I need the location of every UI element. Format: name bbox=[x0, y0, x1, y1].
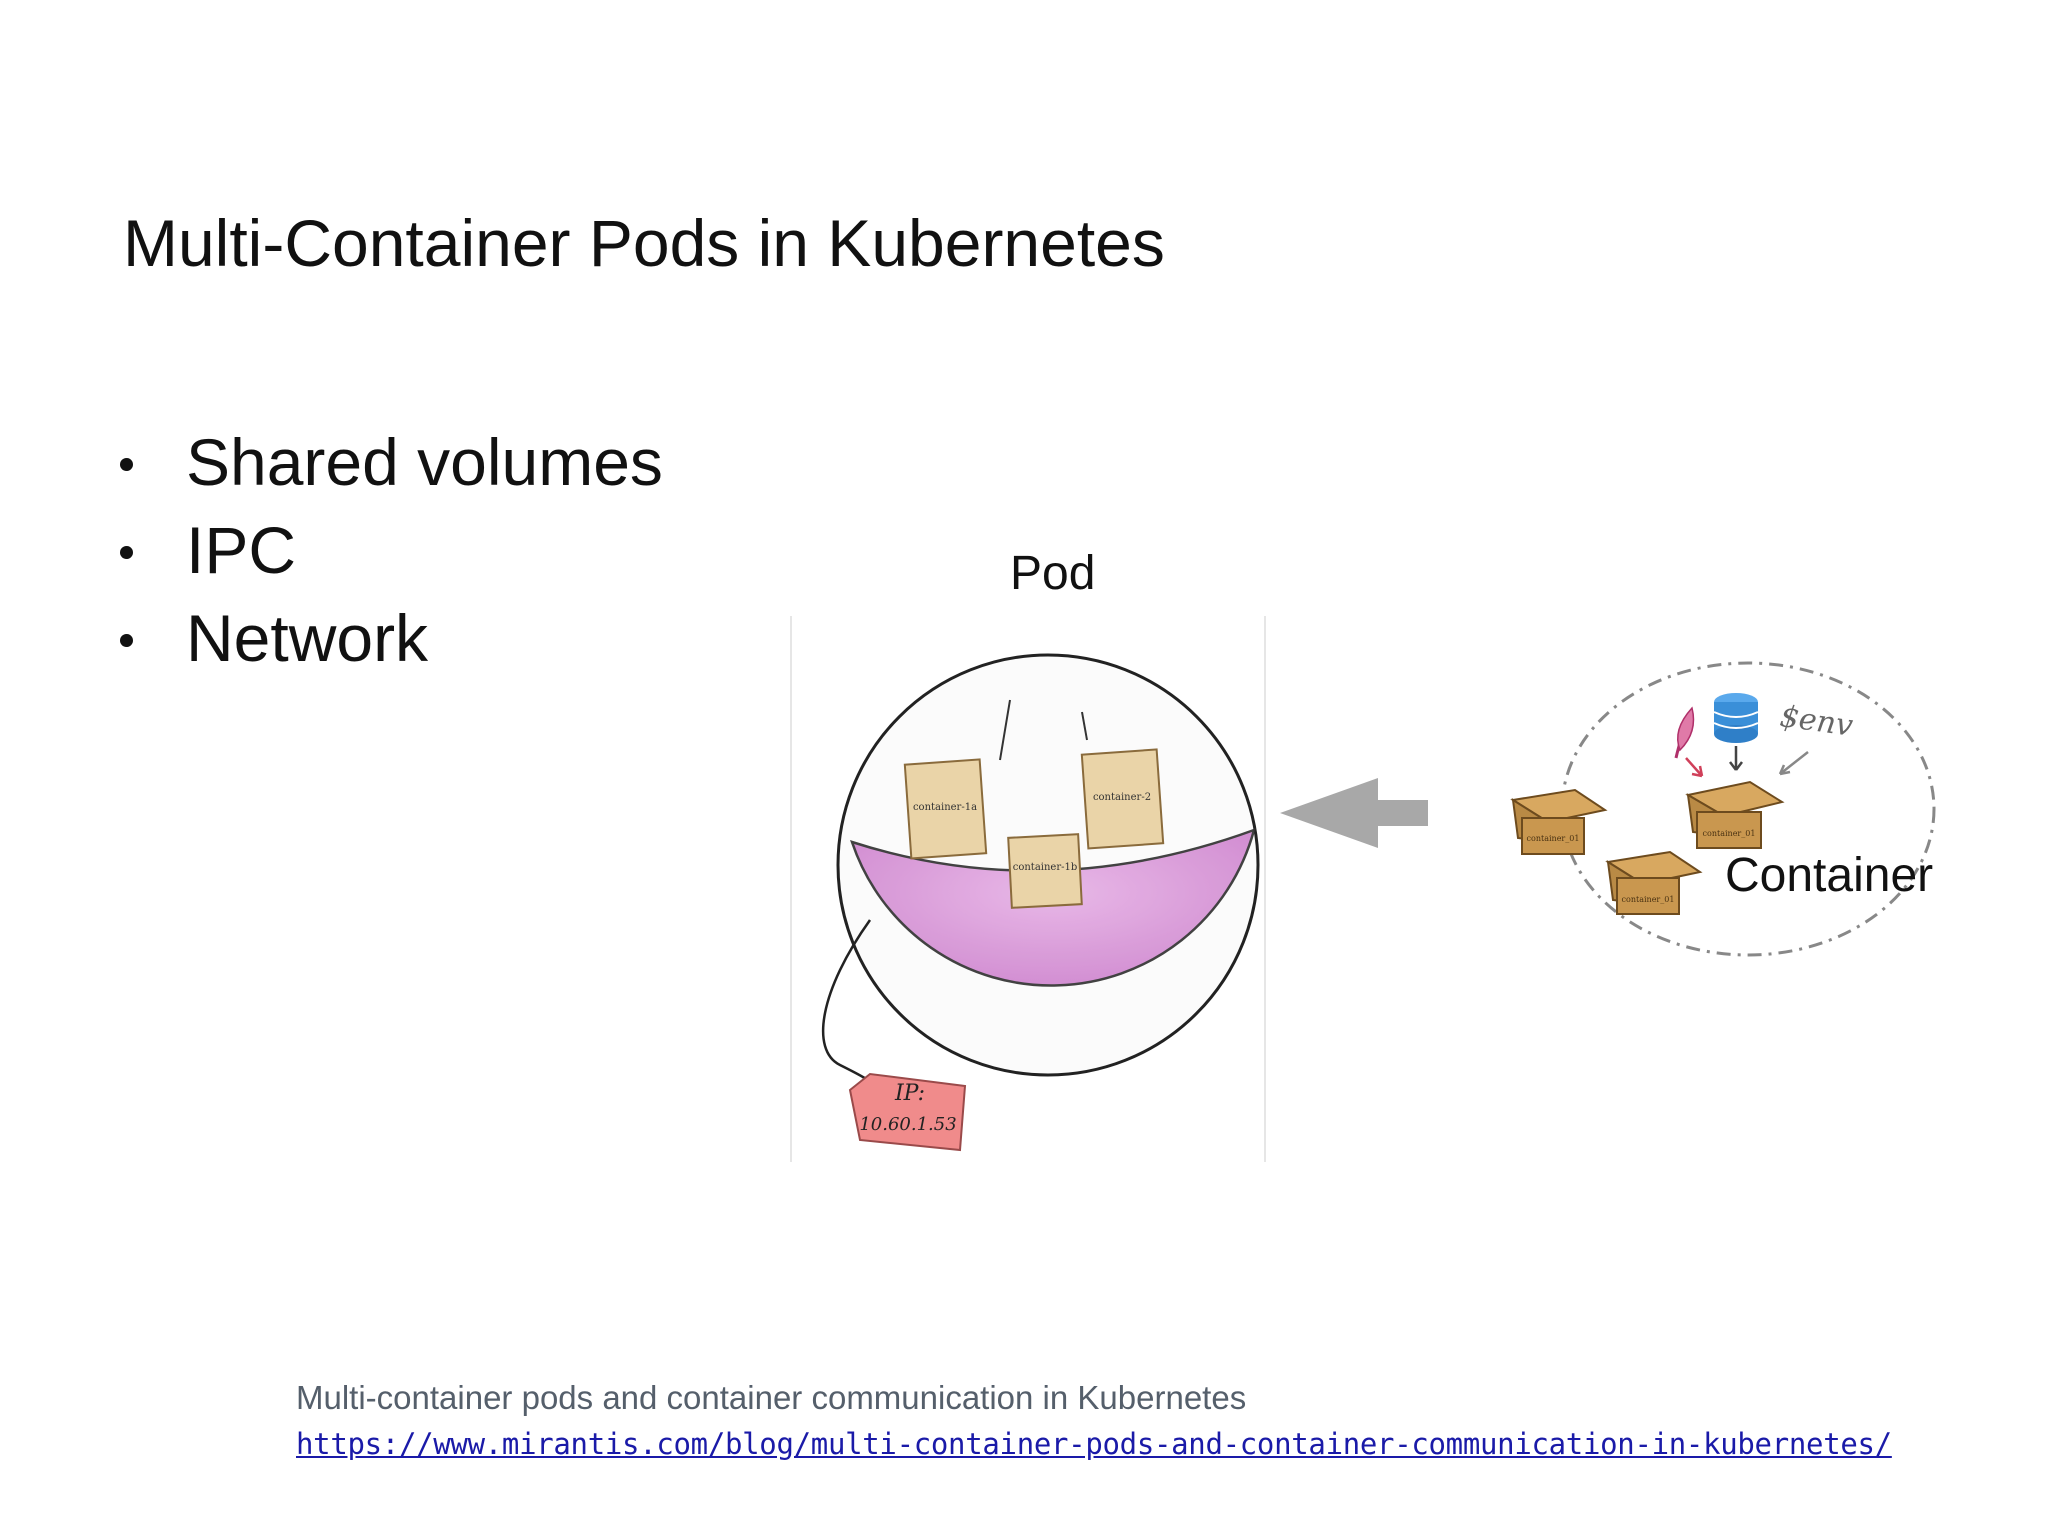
bullet-list: Shared volumes IPC Network bbox=[110, 418, 663, 682]
cardboard-box-icon: container_01 bbox=[1605, 850, 1703, 915]
cardboard-box-label: container_01 bbox=[1703, 829, 1756, 838]
ip-tag-label: IP: bbox=[894, 1081, 925, 1106]
cardboard-box-icon: container_01 bbox=[1510, 788, 1608, 855]
pod-container-box: container-2 bbox=[1080, 748, 1165, 850]
source-caption: Multi-container pods and container commu… bbox=[296, 1379, 1247, 1416]
bullet-item: Shared volumes bbox=[110, 418, 663, 506]
pod-image-frame bbox=[790, 616, 1266, 1162]
bullet-dot bbox=[120, 458, 133, 471]
bullet-text: Shared volumes bbox=[186, 425, 663, 499]
bullet-text: IPC bbox=[186, 513, 297, 587]
pod-label: Pod bbox=[1010, 547, 1096, 600]
ip-tag: IP: 10.60.1.53 bbox=[821, 919, 967, 1152]
bullet-item: IPC bbox=[110, 506, 663, 594]
source-link[interactable]: https://www.mirantis.com/blog/multi-cont… bbox=[296, 1427, 1892, 1461]
env-label: $env bbox=[1778, 699, 1855, 744]
feather-icon bbox=[1674, 706, 1695, 759]
left-arrow-icon bbox=[1280, 778, 1428, 848]
cardboard-box-icon: container_01 bbox=[1685, 780, 1785, 849]
container-ellipse bbox=[1560, 661, 1936, 957]
pod-container-label: container-1a bbox=[913, 802, 977, 813]
pod-container-label: container-1b bbox=[1013, 862, 1078, 873]
inject-arrows bbox=[1685, 746, 1809, 778]
bullet-text: Network bbox=[186, 601, 429, 675]
pod-container-label: container-2 bbox=[1093, 792, 1151, 803]
database-icon bbox=[1713, 693, 1759, 743]
slide-title: Multi-Container Pods in Kubernetes bbox=[123, 206, 1165, 280]
bullet-dot bbox=[120, 546, 133, 559]
bullet-item: Network bbox=[110, 594, 663, 682]
ip-tag-address: 10.60.1.53 bbox=[859, 1114, 956, 1135]
pod-container-box: container-1a bbox=[903, 758, 988, 860]
container-label: Container bbox=[1725, 849, 1934, 902]
cardboard-box-label: container_01 bbox=[1527, 834, 1580, 843]
bullet-dot bbox=[120, 634, 133, 647]
pod-container-box: container-1b bbox=[1007, 833, 1083, 909]
cardboard-box-label: container_01 bbox=[1622, 895, 1675, 904]
